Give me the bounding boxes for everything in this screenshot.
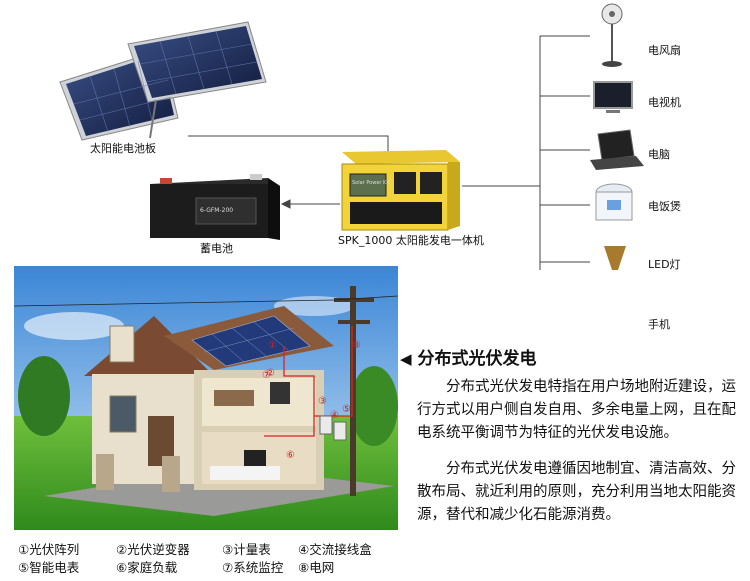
legend-item-2: ②光伏逆变器 — [116, 542, 190, 557]
marker-8: ⑧ — [352, 340, 361, 351]
appliance-label-cooker: 电饭煲 — [648, 200, 681, 213]
electric-fan-icon — [601, 3, 623, 67]
appliance-label-pc: 电脑 — [648, 148, 670, 161]
tv-icon — [593, 81, 633, 113]
appliance-label-phone: 手机 — [648, 318, 670, 331]
legend-item-1: ①光伏阵列 — [18, 542, 80, 557]
legend-item-7: ⑦系统监控 — [222, 560, 284, 575]
controller-icon — [341, 150, 460, 231]
legend-item-6: ⑥家庭负载 — [116, 560, 178, 575]
paragraph-2: 分布式光伏发电遵循因地制宜、清洁高效、分散布局、就近利用的原则，充分利用当地太阳… — [417, 461, 736, 523]
solar-panel-label: 太阳能电池板 — [90, 142, 156, 155]
battery-brand: 6-GFM-200 — [200, 207, 234, 214]
legend-item-8: ⑧电网 — [298, 560, 335, 575]
marker-5: ⑤ — [342, 404, 351, 415]
controller-screen-text: Solar Power Kit — [352, 180, 390, 186]
marker-2: ② — [266, 368, 275, 379]
legend-item-5: ⑤智能电表 — [18, 560, 80, 575]
solar-panel-icon — [59, 21, 267, 141]
appliance-label-tv: 电视机 — [648, 96, 681, 109]
connection-lines — [188, 35, 590, 270]
rice-cooker-icon — [595, 183, 633, 221]
marker-6: ⑥ — [286, 450, 295, 461]
appliance-label-fan: 电风扇 — [648, 44, 681, 57]
house-illustration — [14, 266, 398, 530]
led-bulb-icon — [604, 246, 626, 270]
system-schematic — [59, 3, 644, 270]
controller-label: SPK_1000 太阳能发电一体机 — [338, 234, 484, 247]
legend-item-4: ④交流接线盒 — [298, 542, 372, 557]
legend-item-3: ③计量表 — [222, 542, 271, 557]
battery-icon — [150, 174, 280, 240]
marker-3: ③ — [318, 396, 327, 407]
laptop-icon — [590, 129, 644, 170]
section-title-text: 分布式光伏发电 — [417, 349, 537, 369]
section-title: ◀ 分布式光伏发电 — [400, 344, 537, 369]
paragraph-1: 分布式光伏发电特指在用户场地附近建设，运行方式以用户侧自发自用、多余电量上网，且… — [417, 379, 736, 441]
marker-7: ⑦ — [262, 370, 271, 381]
appliance-label-led: LED灯 — [648, 258, 681, 271]
marker-1: ① — [268, 340, 277, 351]
triangle-left-icon: ◀ — [400, 350, 412, 368]
marker-4: ④ — [330, 410, 339, 421]
battery-label: 蓄电池 — [200, 242, 233, 255]
